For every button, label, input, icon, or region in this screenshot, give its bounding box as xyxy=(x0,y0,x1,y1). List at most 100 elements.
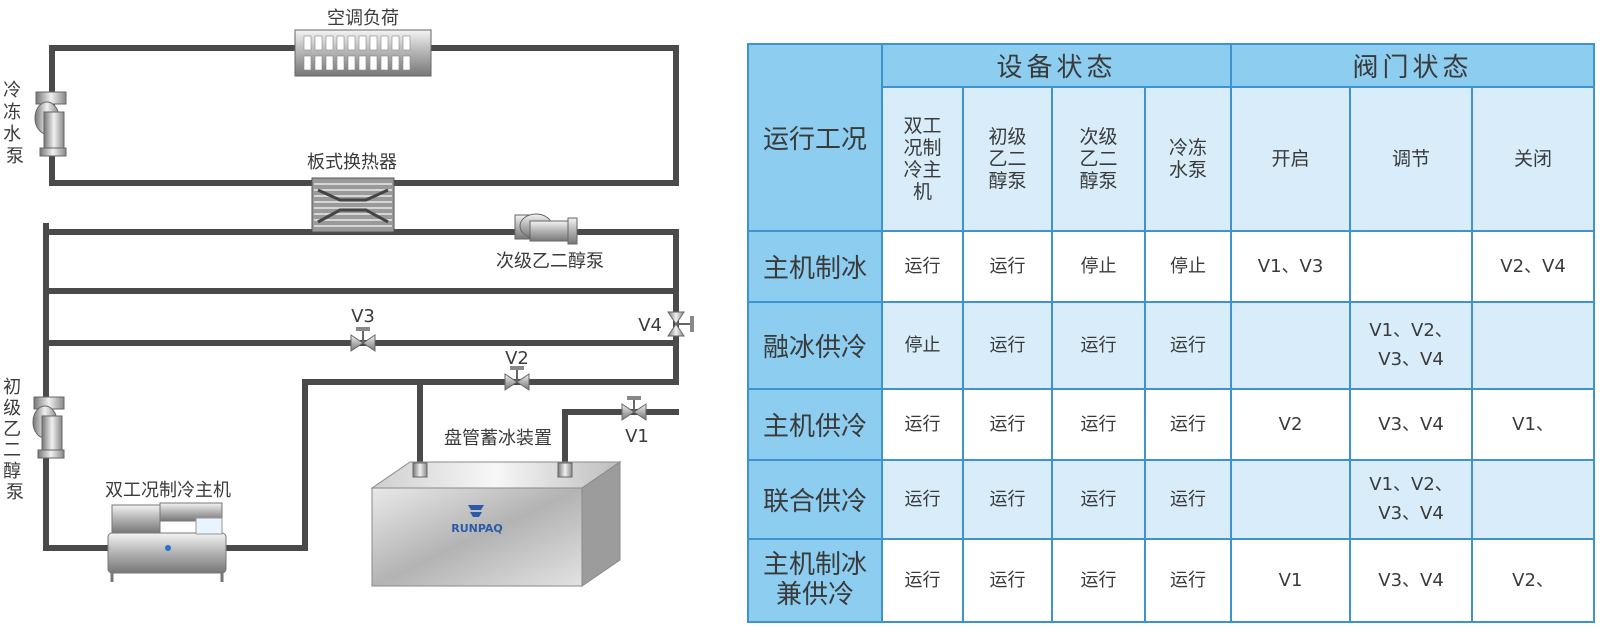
table-row: 融冰供冷停止 运行 运行 运行 V1、V2、 V3、V4 xyxy=(747,300,1596,390)
primary-pump-label: 初 级 乙 二 醇 泵 xyxy=(3,377,27,503)
table-cell: 运行 xyxy=(1051,300,1146,390)
valve-v2-label: V2 xyxy=(505,348,529,369)
cell-value: 运行 xyxy=(1170,488,1206,510)
cell-value: 运行 xyxy=(904,488,941,510)
table-cell xyxy=(1230,300,1352,390)
cell-value: 运行 xyxy=(904,413,941,435)
cell-value: 停止 xyxy=(1170,255,1206,277)
table-cell: V1、V3 xyxy=(1230,229,1352,303)
chiller-label: 双工况制冷主机 xyxy=(105,480,231,501)
valve-v2[interactable] xyxy=(504,366,530,391)
primary-glycol-pump xyxy=(32,396,65,459)
cell-value: 运行 xyxy=(989,569,1026,591)
table-cell: 运行 xyxy=(1051,387,1146,461)
chilled-pump-label: 冷 冻 水 泵 xyxy=(3,80,27,167)
cell-value: V1、 xyxy=(1512,413,1554,435)
valve-status-header: 阀门状态 xyxy=(1230,43,1596,88)
table-cell xyxy=(1230,458,1352,540)
table-cell: V2 xyxy=(1230,387,1352,461)
table-cell: 运行 xyxy=(881,229,964,303)
cell-value: 运行 xyxy=(1170,569,1206,591)
cell-value: V1、V3 xyxy=(1257,255,1324,277)
row-mode-label: 联合供冷 xyxy=(747,458,883,540)
table-cell: 运行 xyxy=(1143,387,1233,461)
secondary-pump-label: 次级乙二醇泵 xyxy=(496,251,604,272)
table-cell: 运行 xyxy=(881,387,964,461)
table-cell: 运行 xyxy=(962,387,1053,461)
cell-value: V2 xyxy=(1278,413,1303,435)
cell-value: 运行 xyxy=(989,488,1026,510)
table-cell: 运行 xyxy=(1051,458,1146,540)
dual-mode-chiller xyxy=(107,502,227,582)
ac-load-unit xyxy=(294,29,432,77)
row-mode-label: 主机供冷 xyxy=(747,387,883,461)
col-chilled-pump-text: 冷冻水泵 xyxy=(1169,136,1208,181)
cell-value: V1、V2、 V3、V4 xyxy=(1369,474,1453,525)
cell-value: 运行 xyxy=(1170,334,1206,356)
table-cell: V3、V4 xyxy=(1349,387,1474,461)
col-secondary-pump-text: 次级乙二醇泵 xyxy=(1079,125,1118,192)
cell-value: 运行 xyxy=(1080,488,1117,510)
table-cell: V1 xyxy=(1230,537,1352,624)
cell-value: V1 xyxy=(1278,569,1303,591)
table-cell: 运行 xyxy=(1051,537,1146,624)
col-valve-adjust: 调节 xyxy=(1349,85,1474,232)
plate-heat-exchanger xyxy=(311,177,395,233)
ac-load-label: 空调负荷 xyxy=(327,8,399,29)
cell-value: 运行 xyxy=(1170,413,1206,435)
col-primary-pump-text: 初级乙二醇泵 xyxy=(988,125,1027,192)
cell-value: 运行 xyxy=(904,569,941,591)
ice-storage-label: 盘管蓄冰装置 xyxy=(444,428,552,449)
valve-v1[interactable] xyxy=(621,396,647,421)
cell-value: 运行 xyxy=(1080,334,1117,356)
table-cell: V1、V2、 V3、V4 xyxy=(1349,300,1474,390)
brand-logo-text: RUNPAQ xyxy=(451,522,503,535)
table-cell: 运行 xyxy=(962,458,1053,540)
equipment-status-header: 设备状态 xyxy=(880,43,1233,88)
table-cell: 运行 xyxy=(1143,537,1233,624)
cell-value: 运行 xyxy=(989,255,1026,277)
table-cell: V2、 xyxy=(1471,537,1596,624)
col-chiller: 双工况制冷主机 xyxy=(881,85,964,232)
table-cell: 运行 xyxy=(1143,300,1233,390)
cell-value: 运行 xyxy=(904,255,941,277)
row-mode-label: 融冰供冷 xyxy=(747,300,883,390)
table-cell: 运行 xyxy=(1143,458,1233,540)
secondary-glycol-pump xyxy=(514,213,578,245)
table-cell: 运行 xyxy=(962,229,1053,303)
table-cell xyxy=(1471,458,1596,540)
cell-value: V2、V4 xyxy=(1500,255,1566,277)
cell-value: 运行 xyxy=(989,334,1026,356)
valve-v4[interactable] xyxy=(667,311,694,337)
cell-value: 运行 xyxy=(989,413,1026,435)
pipe-glycol-main xyxy=(43,223,679,551)
table-cell: V2、V4 xyxy=(1471,229,1596,303)
table-cell: 运行 xyxy=(881,537,964,624)
pipe-tank-outlet xyxy=(562,409,679,471)
valve-v4-label: V4 xyxy=(638,315,662,336)
operation-mode-header: 运行工况 xyxy=(747,43,883,232)
cell-value: 停止 xyxy=(1080,255,1117,277)
table-cell: 运行 xyxy=(962,300,1053,390)
chilled-water-pump xyxy=(34,91,67,157)
cell-value: 运行 xyxy=(1080,413,1117,435)
plate-hx-label: 板式换热器 xyxy=(307,152,397,173)
row-mode-label: 主机制冰 xyxy=(747,229,883,303)
col-valve-open: 开启 xyxy=(1230,85,1352,232)
cell-value: 停止 xyxy=(904,334,941,356)
table-cell: 运行 xyxy=(881,458,964,540)
table-cell: V3、V4 xyxy=(1349,537,1474,624)
valve-v3[interactable] xyxy=(350,327,376,352)
col-valve-closed: 关闭 xyxy=(1471,85,1596,232)
col-secondary-pump: 次级乙二醇泵 xyxy=(1051,85,1146,232)
table-cell xyxy=(1471,300,1596,390)
table-cell: 停止 xyxy=(1051,229,1146,303)
cell-value: V3、V4 xyxy=(1378,413,1444,435)
col-chilled-pump: 冷冻水泵 xyxy=(1143,85,1233,232)
col-chiller-text: 双工况制冷主机 xyxy=(903,114,942,203)
